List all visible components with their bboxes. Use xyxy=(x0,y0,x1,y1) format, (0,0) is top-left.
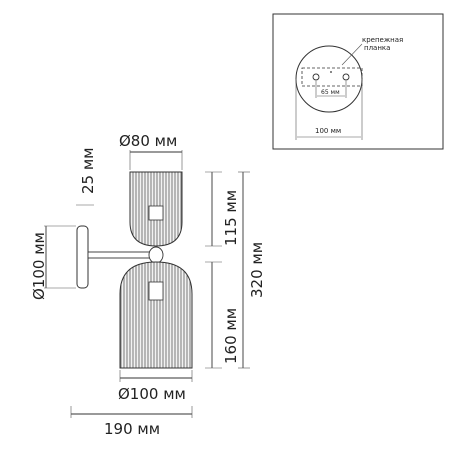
dimensions: Ø80 мм 25 мм Ø100 мм 115 мм 160 мм 320 м… xyxy=(30,132,266,438)
lamp-drawing xyxy=(76,171,193,369)
top-shade-diameter: Ø80 мм xyxy=(119,132,177,150)
mounting-plate-outline xyxy=(301,67,363,87)
canopy-circle xyxy=(295,45,363,113)
bottom-socket xyxy=(148,281,164,301)
bottom-shade-diameter: Ø100 мм xyxy=(118,385,186,403)
center-point xyxy=(330,71,332,73)
connector xyxy=(148,246,164,264)
top-offset: 25 мм xyxy=(79,148,97,195)
plate-label-line2: планка xyxy=(364,44,390,52)
mounting-plate-inset: крепежная планка 65 мм 100 мм xyxy=(272,13,444,150)
screw-hole-right xyxy=(342,73,350,81)
label-leader-line xyxy=(341,43,363,66)
plate-label-line1: крепежная xyxy=(362,36,403,44)
top-shade-height: 115 мм xyxy=(222,190,240,246)
screw-hole-left xyxy=(312,73,320,81)
bottom-shade xyxy=(119,261,193,369)
total-height: 320 мм xyxy=(248,242,266,298)
top-socket xyxy=(148,205,164,221)
plate-outer-width: 100 мм xyxy=(315,127,341,135)
arm xyxy=(87,251,151,259)
base-diameter: Ø100 мм xyxy=(30,232,48,300)
bottom-shade-height: 160 мм xyxy=(222,308,240,364)
wall-base xyxy=(76,225,89,289)
plate-inner-width: 65 мм xyxy=(321,89,340,96)
depth: 190 мм xyxy=(104,420,160,438)
